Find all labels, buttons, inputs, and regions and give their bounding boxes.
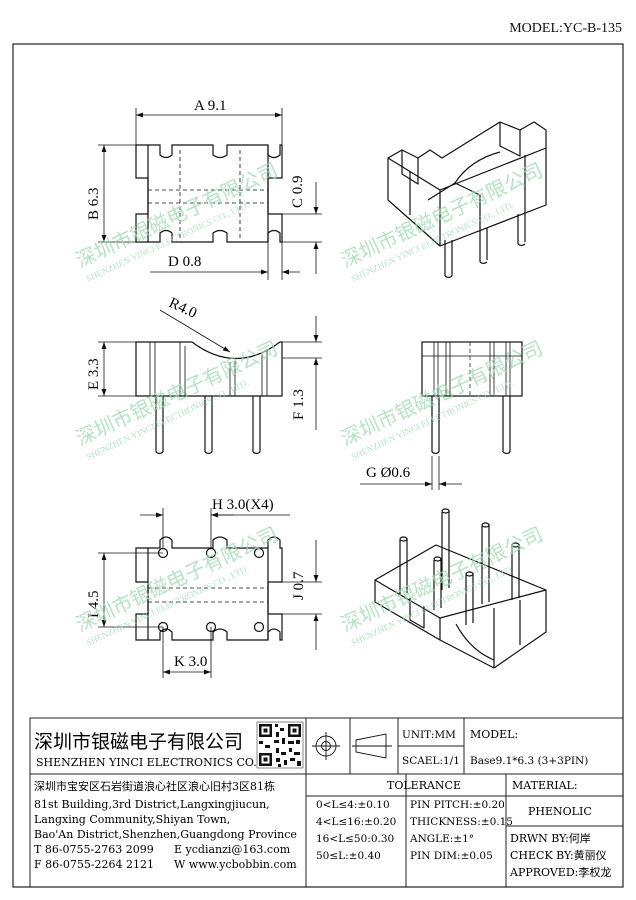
- watermarks: 深圳市银磁电子有限公司 SHENZHEN YINCI ELECTRONICS C…: [72, 158, 547, 648]
- dim-lines-front: [360, 456, 462, 490]
- dim-g: G Ø0.6: [366, 465, 411, 481]
- tolerance-row: 4<L≤16:±0.20: [316, 816, 396, 828]
- iso-view-bottom: [374, 508, 547, 669]
- pin-tolerance-row: PIN DIM:±0.05: [410, 850, 493, 862]
- title-block: 深圳市银磁电子有限公司 SHENZHEN YINCI ELECTRONICS C…: [29, 717, 624, 888]
- tolerance-row: 0<L≤4:±0.10: [316, 799, 390, 811]
- pin-tolerance-row: THICKNESS:±0.15: [410, 816, 513, 828]
- model-value: Base9.1*6.3 (3+3PIN): [470, 755, 588, 767]
- fax: F 86-0755-2264 2121: [34, 858, 154, 871]
- address-en-line: Bao'An District,Shenzhen,Guangdong Provi…: [34, 828, 297, 841]
- address-en-line: 81st Building,3rd District,Langxingjiucu…: [34, 798, 270, 811]
- checked-by: CHECK BY:黄丽仪: [510, 848, 607, 862]
- dim-f: F 1.3: [291, 389, 307, 420]
- telephone: T 86-0755-2763 2099: [34, 843, 154, 856]
- dim-a: A 9.1: [194, 98, 227, 114]
- company-name-cn: 深圳市银磁电子有限公司: [34, 731, 243, 753]
- address-cn: 深圳市宝安区石岩街道浪心社区浪心旧村3区81栋: [34, 779, 275, 793]
- drawn-by: DRWN BY:何岸: [510, 832, 591, 845]
- dim-lines-bottom: [98, 508, 322, 678]
- front-view: [421, 341, 523, 455]
- tolerance-title: TOLERANCE: [387, 779, 461, 792]
- dim-d: D 0.8: [168, 254, 201, 270]
- dim-lines-side: [98, 309, 322, 430]
- watermark-cn: 深圳市银磁电子有限公司: [72, 522, 282, 637]
- tolerance-row: 16<L≤50:0.30: [316, 833, 394, 845]
- dim-h: H 3.0(X4): [212, 497, 274, 513]
- dim-j: J 0.7: [291, 571, 307, 600]
- dim-k: K 3.0: [174, 654, 207, 670]
- material-value: PHENOLIC: [528, 805, 592, 818]
- material-label: MATERIAL:: [512, 779, 578, 792]
- projection-symbol-icon: [312, 732, 392, 760]
- scale: SCAEL:1/1: [402, 755, 460, 767]
- model-number: MODEL:YC-B-135: [509, 21, 622, 36]
- watermark-cn: 深圳市银磁电子有限公司: [72, 336, 282, 451]
- watermark-cn: 深圳市银磁电子有限公司: [337, 336, 547, 451]
- address-en-line: Langxing Community,Shiyan Town,: [34, 813, 230, 826]
- company-name-en: SHENZHEN YINCI ELECTRONICS CO.,LTD.: [36, 756, 286, 769]
- iso-view-top: [387, 121, 547, 279]
- pin-tolerance-row: ANGLE:±1°: [409, 833, 474, 845]
- bottom-view: [135, 536, 283, 641]
- dim-c: C 0.9: [290, 175, 306, 208]
- model-label: MODEL:: [470, 728, 518, 741]
- dim-i: I 4.5: [86, 591, 102, 619]
- email: E ycdianzi@163.com: [174, 843, 291, 856]
- watermark-cn: 深圳市银磁电子有限公司: [337, 158, 547, 273]
- website: W www.ycbobbin.com: [174, 858, 297, 871]
- dim-lines-top: [98, 108, 322, 280]
- dim-b: B 6.3: [86, 187, 102, 220]
- tolerance-row: 50≤L:±0.40: [316, 850, 381, 862]
- pin-tolerance-row: PIN PITCH:±0.20: [410, 799, 505, 811]
- dim-e: E 3.3: [86, 358, 102, 390]
- dim-r: R4.0: [166, 295, 199, 322]
- approved-by: APPROVED:李权龙: [509, 865, 611, 879]
- unit: UNIT:MM: [402, 729, 456, 741]
- qr-code-icon: [256, 721, 304, 769]
